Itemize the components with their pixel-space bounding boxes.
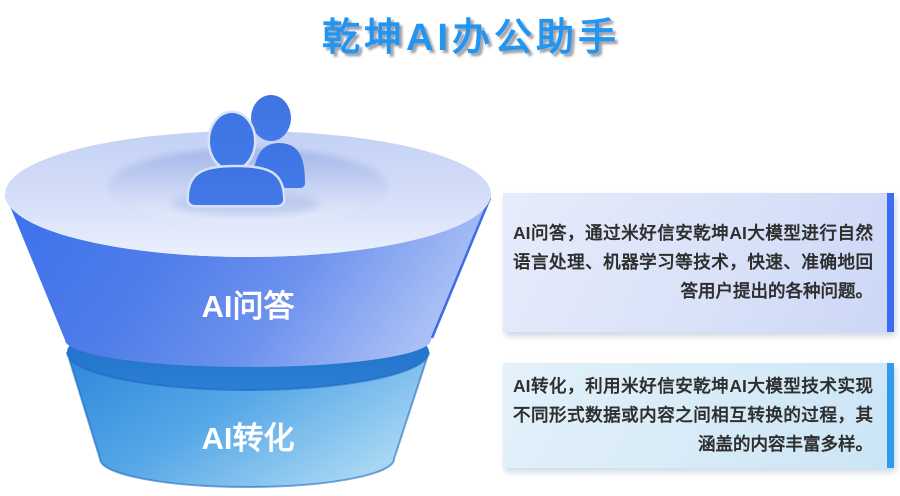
description-card-convert: AI转化，利用米好信安乾坤AI大模型技术实现不同形式数据或内容之间相互转换的过程… [503, 363, 894, 468]
funnel-bottom-body [66, 351, 430, 488]
funnel-top-wall [5, 194, 491, 367]
description-text-convert: AI转化，利用米好信安乾坤AI大模型技术实现不同形式数据或内容之间相互转换的过程… [513, 376, 873, 454]
user-front [186, 110, 286, 208]
description-card-qa: AI问答，通过米好信安乾坤AI大模型进行自然语言处理、机器学习等技术，快速、准确… [503, 193, 894, 332]
funnel-top-right-edge [430, 197, 492, 339]
funnel-svg: AI问答 AI转化 [5, 95, 492, 488]
funnel-graphic: AI问答 AI转化 [5, 95, 492, 488]
page-title: 乾坤AI办公助手 [321, 17, 620, 59]
description-text-qa: AI问答，通过米好信安乾坤AI大模型进行自然语言处理、机器学习等技术，快速、准确… [513, 223, 873, 301]
funnel-top-label: AI问答 [202, 289, 296, 324]
funnel-bottom-label: AI转化 [202, 421, 295, 456]
users-icon [172, 95, 320, 216]
user-back [251, 95, 305, 188]
